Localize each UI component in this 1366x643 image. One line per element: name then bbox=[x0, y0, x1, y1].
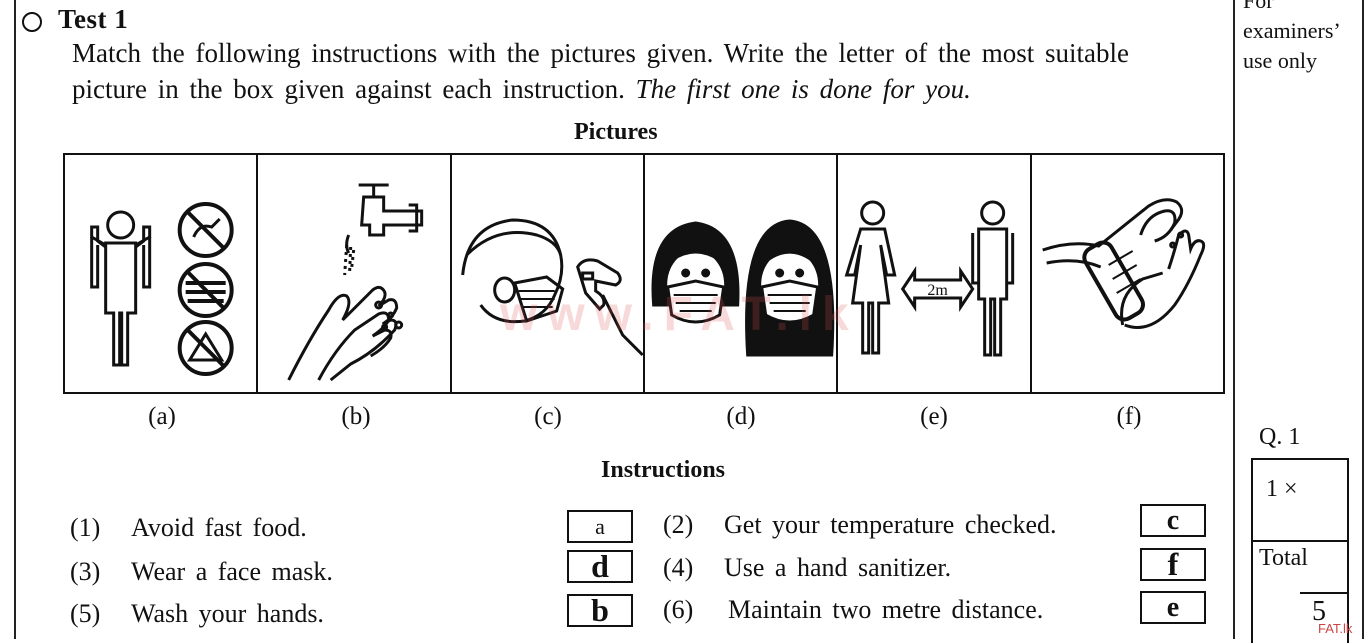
instructions-heading: Instructions bbox=[601, 457, 726, 483]
corner-watermark: FAT.lk bbox=[1318, 621, 1353, 636]
examiner-note-line2: examiners’ bbox=[1243, 18, 1341, 43]
examiner-note: For examiners’ use only bbox=[1243, 0, 1341, 76]
instruction-text-line1: Match the following instructions with th… bbox=[72, 38, 1129, 68]
picture-panel-e: 2m bbox=[838, 155, 1032, 392]
instruction-text-2: Get your temperature checked. bbox=[724, 510, 1057, 539]
picture-label-e: (e) bbox=[920, 403, 948, 430]
instruction-text-line2: picture in the box given against each in… bbox=[72, 74, 971, 105]
watermark: www.FAT.lk bbox=[500, 288, 859, 341]
temperature-check-icon bbox=[460, 218, 643, 357]
left-margin-line bbox=[14, 0, 16, 639]
instruction-text-6: Maintain two metre distance. bbox=[728, 595, 1044, 624]
instruction-text-5: Wash your hands. bbox=[131, 599, 324, 628]
examiner-note-line3: use only bbox=[1243, 48, 1317, 73]
face-mask-icon bbox=[651, 219, 835, 357]
examiner-column-line bbox=[1233, 0, 1235, 639]
picture-label-f: (f) bbox=[1116, 403, 1142, 430]
instruction-number-5: (5) bbox=[70, 599, 101, 628]
picture-label-b: (b) bbox=[341, 403, 371, 430]
pictures-heading: Pictures bbox=[574, 119, 658, 145]
instruction-text-3: Wear a face mask. bbox=[131, 557, 333, 586]
instruction-text-4: Use a hand sanitizer. bbox=[724, 553, 952, 582]
marks-divider bbox=[1251, 540, 1349, 542]
picture-panel-f bbox=[1032, 155, 1223, 392]
right-border-line bbox=[1362, 0, 1364, 639]
instruction-number-6: (6) bbox=[663, 595, 694, 624]
distance-label: 2m bbox=[928, 282, 949, 299]
total-value: 5 bbox=[1312, 596, 1326, 627]
answer-box-2[interactable]: c bbox=[1140, 504, 1206, 537]
bullet-circle-icon bbox=[22, 12, 42, 32]
answer-box-3[interactable]: d bbox=[567, 548, 633, 584]
answer-box-5[interactable]: b bbox=[567, 592, 633, 628]
test-title: Test 1 bbox=[58, 4, 129, 34]
social-distance-icon: 2m bbox=[844, 200, 1015, 357]
picture-panel-a bbox=[65, 155, 259, 392]
picture-panel-d bbox=[645, 155, 839, 392]
question-label: Q. 1 bbox=[1259, 424, 1301, 450]
picture-label-c: (c) bbox=[534, 403, 562, 430]
picture-strip: 2m bbox=[63, 153, 1225, 394]
total-label: Total bbox=[1259, 545, 1308, 571]
marks-box bbox=[1251, 458, 1349, 643]
total-fraction-line bbox=[1300, 592, 1348, 594]
marks-multiplier: 1 × bbox=[1266, 476, 1298, 502]
picture-panel-b bbox=[258, 155, 452, 392]
answer-box-4[interactable]: f bbox=[1140, 546, 1206, 582]
picture-label-d: (d) bbox=[726, 403, 756, 430]
instruction-text-1: Avoid fast food. bbox=[131, 513, 307, 542]
picture-label-a: (a) bbox=[148, 403, 176, 430]
answer-box-1[interactable]: a bbox=[567, 510, 633, 543]
examiner-note-line1: For bbox=[1243, 0, 1274, 13]
no-fast-food-icon bbox=[90, 202, 234, 376]
hand-washing-icon bbox=[287, 183, 424, 382]
picture-panel-c bbox=[452, 155, 645, 392]
instruction-number-4: (4) bbox=[663, 553, 694, 582]
answer-box-6[interactable]: e bbox=[1140, 591, 1206, 624]
instruction-number-1: (1) bbox=[70, 513, 101, 542]
instruction-number-2: (2) bbox=[663, 510, 694, 539]
hand-sanitizer-icon bbox=[1041, 198, 1205, 329]
instruction-number-3: (3) bbox=[70, 557, 101, 586]
instruction-text-italic: The first one is done for you. bbox=[635, 74, 971, 104]
instruction-text-plain: picture in the box given against each in… bbox=[72, 74, 625, 104]
